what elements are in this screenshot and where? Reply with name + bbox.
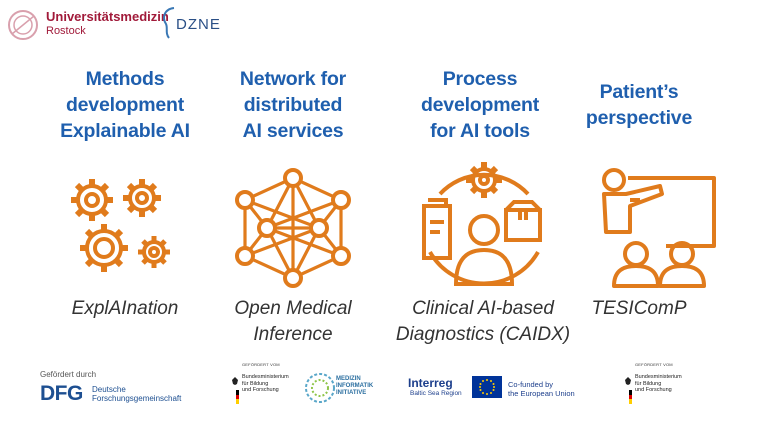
german-flag	[236, 390, 239, 404]
column-3-title: Process development for AI tools	[420, 68, 540, 142]
eu-logo: Co-funded by the European Union	[472, 376, 582, 402]
german-flag	[629, 390, 632, 404]
network-icon	[227, 166, 359, 290]
university-logo: Universitätsmedizin Rostock	[2, 4, 169, 46]
bmbf-2-name: Bundesministerium für Bildung und Forsch…	[635, 374, 682, 393]
bmbf-funded-by: GEFÖRDERT VOM	[242, 362, 280, 367]
interreg-logo: Interreg Baltic Sea Region	[405, 376, 475, 402]
mii-logo: MEDIZIN INFORMATIK INITIATIVE	[304, 370, 384, 406]
bmbf-2-funded-by: GEFÖRDERT VOM	[635, 362, 673, 367]
eu-flag-icon	[472, 376, 502, 398]
university-name: Universitätsmedizin	[46, 9, 169, 24]
presentation-icon	[596, 162, 720, 290]
interreg-region: Baltic Sea Region	[410, 390, 462, 397]
bmbf-logo-2: GEFÖRDERT VOM Bundesministerium für Bild…	[621, 362, 701, 412]
column-1-title: Methods development Explainable AI	[60, 68, 190, 142]
university-seal-icon	[8, 10, 38, 40]
dzne-head-icon	[163, 7, 175, 39]
eagle-icon	[625, 377, 631, 385]
gears-icon	[62, 170, 180, 282]
eagle-icon	[232, 377, 238, 385]
dfg-name: Deutsche Forschungsgemeinschaft	[92, 385, 182, 403]
process-icon	[410, 154, 558, 290]
column-2-title: Network for distributed AI services	[239, 68, 347, 142]
dfg-acronym: DFG	[40, 382, 83, 405]
column-1-caption: ExplAInation	[71, 298, 179, 319]
dfg-logo: Gefördert durch DFG Deutsche Forschungsg…	[40, 370, 210, 410]
eu-text: Co-funded by the European Union	[508, 380, 575, 398]
dzne-logo: DZNE	[160, 6, 220, 42]
bmbf-logo: GEFÖRDERT VOM Bundesministerium für Bild…	[228, 362, 308, 412]
column-4-title: Patient’s perspective	[585, 81, 693, 129]
dzne-text: DZNE	[176, 16, 221, 33]
mii-globe-icon	[305, 373, 335, 403]
column-3-caption: Clinical AI-based Diagnostics (CAIDX)	[395, 298, 571, 345]
column-4-caption: TESIComP	[591, 298, 687, 319]
mii-text: MEDIZIN INFORMATIK INITIATIVE	[336, 376, 374, 396]
bmbf-name: Bundesministerium für Bildung und Forsch…	[242, 374, 289, 393]
interreg-text: Interreg	[408, 376, 453, 390]
dfg-funded-by: Gefördert durch	[40, 370, 97, 379]
university-city: Rostock	[46, 25, 86, 37]
column-2-caption: Open Medical Inference	[234, 298, 352, 345]
